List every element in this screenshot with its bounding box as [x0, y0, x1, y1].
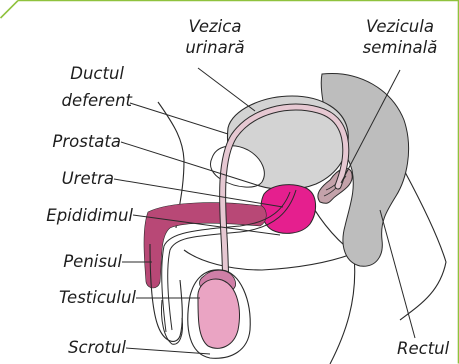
label-vezicula-line1: Vezicula [350, 17, 450, 36]
perineum-outline [184, 250, 352, 270]
prostate [261, 185, 315, 234]
label-epididimul: Epididimul [0, 206, 133, 225]
label-vezica-line1: Vezica [168, 17, 262, 36]
label-ductul-line2: deferent [20, 91, 132, 110]
label-vezica-line2: urinară [168, 38, 262, 57]
label-testiculul: Testiculul [0, 288, 136, 307]
label-scrotul: Scrotul [0, 338, 126, 357]
label-penisul: Penisul [10, 252, 122, 271]
leader-rectul [380, 210, 415, 338]
buttock-outline [330, 256, 355, 364]
label-rectul: Rectul [397, 339, 449, 358]
label-vezicula-line2: seminală [350, 38, 450, 57]
label-prostata: Prostata [10, 132, 121, 151]
back-outline [400, 172, 446, 320]
label-ductul-line1: Ductul [20, 64, 124, 83]
leader-vezica [198, 68, 255, 111]
label-uretra: Uretra [10, 169, 114, 188]
testis [198, 279, 240, 348]
leader-ductul [130, 103, 228, 134]
